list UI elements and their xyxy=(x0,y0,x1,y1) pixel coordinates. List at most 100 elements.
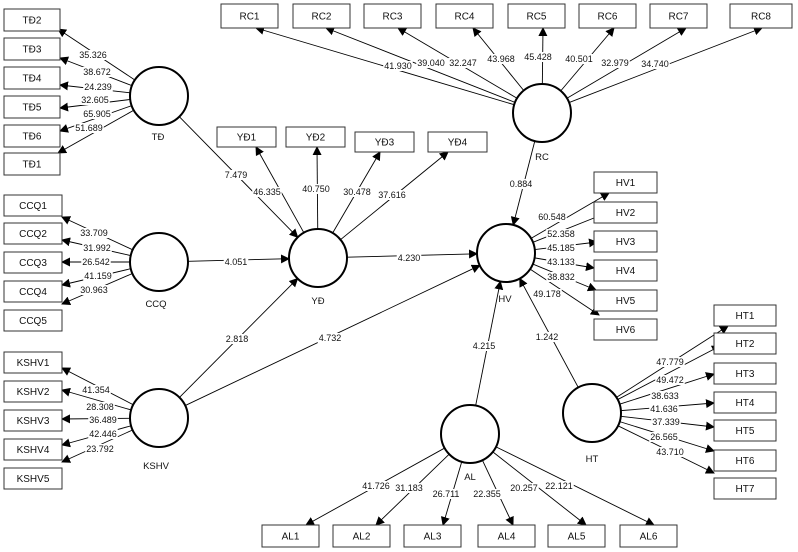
indicator-td4-loading-value-bg xyxy=(83,82,113,92)
indicator-ccq4-label: CCQ4 xyxy=(19,287,47,298)
indicator-ccq3-loading-value: 26.542 xyxy=(82,257,110,267)
indicator-al4-box xyxy=(477,524,536,548)
indicator-yd4-box xyxy=(427,131,488,153)
indicator-rc8-label: RC8 xyxy=(751,12,771,23)
indicator-yd2-loading-value-bg xyxy=(301,184,331,194)
indicator-yd2-box xyxy=(285,126,346,148)
indicator-hv5-box xyxy=(593,289,658,312)
indicator-rc2-label: RC2 xyxy=(311,12,331,23)
indicator-ccq5-box xyxy=(3,309,63,332)
indicator-ht2-label: HT2 xyxy=(736,339,755,350)
indicator-td1-loading-value-bg xyxy=(74,123,104,133)
indicator-hv1-box xyxy=(593,171,658,194)
indicator-td2-loading-value-bg xyxy=(78,50,108,60)
path-kshv-to-yd-value-bg xyxy=(224,334,250,344)
indicator-ht1-box xyxy=(713,304,777,327)
indicator-ht6-loading-value-bg xyxy=(649,432,679,442)
indicator-ccq4-box xyxy=(3,280,63,303)
indicator-td5-loading-value: 32.605 xyxy=(81,95,109,105)
indicator-ht4-box xyxy=(713,391,777,414)
indicator-ht5-loading-value-bg xyxy=(651,417,681,427)
indicator-hv1-loading-value: 60.548 xyxy=(538,212,566,222)
indicator-rc4-label: RC4 xyxy=(454,12,474,23)
indicator-hv4-loading-value-bg xyxy=(546,257,576,267)
path-kshv-to-hv-value: 4.732 xyxy=(319,333,342,343)
indicator-ht5-label: HT5 xyxy=(736,426,755,437)
indicator-hv3-box xyxy=(593,230,658,253)
indicator-ht6-loading-value: 26.565 xyxy=(650,432,678,442)
indicator-hv1-loading-value-bg xyxy=(537,212,567,222)
indicator-rc5-loading-value-bg xyxy=(523,52,553,62)
indicator-ccq1-loading-value-bg xyxy=(79,228,109,238)
indicator-kshv3-label: KSHV3 xyxy=(17,416,50,427)
indicator-ccq1-loading-value: 33.709 xyxy=(80,228,108,238)
construct-kshv-label: KSHV xyxy=(143,461,170,472)
indicator-td2-loading-value: 35.326 xyxy=(79,50,107,60)
indicator-hv1-loading-arrow xyxy=(530,192,610,239)
indicator-ht3-box xyxy=(713,362,777,385)
indicator-rc1-loading-value: 41.930 xyxy=(384,61,412,71)
indicator-al5-loading-value: 20.257 xyxy=(510,483,538,493)
indicator-ht7-box xyxy=(713,477,777,500)
indicator-al3-loading-value: 26.711 xyxy=(433,489,460,499)
indicator-hv2-loading-value-bg xyxy=(546,229,576,239)
indicator-rc5-label: RC5 xyxy=(526,12,546,23)
indicator-ht1-loading-value-bg xyxy=(655,357,685,367)
indicator-hv2-loading-value: 52.358 xyxy=(547,229,575,239)
indicator-ht4-label: HT4 xyxy=(736,398,755,409)
indicator-td2-box xyxy=(3,8,61,32)
indicator-td4-loading-value: 24.239 xyxy=(84,82,112,92)
indicator-rc7-box xyxy=(649,3,708,29)
indicator-ht2-box xyxy=(713,332,777,355)
indicator-rc3-label: RC3 xyxy=(382,12,402,23)
path-ht-to-hv-value-bg xyxy=(534,332,560,342)
path-yd-to-hv-value: 4.230 xyxy=(398,253,421,263)
indicator-ht2-loading-value-bg xyxy=(655,375,685,385)
indicator-rc8-loading-value-bg xyxy=(640,59,670,69)
indicator-ht5-box xyxy=(713,419,777,442)
indicator-al3-label: AL3 xyxy=(424,532,442,543)
indicator-td1-label: TĐ1 xyxy=(23,160,42,171)
indicator-al6-loading-value-bg xyxy=(544,481,574,491)
path-kshv-to-yd-value: 2.818 xyxy=(226,334,249,344)
indicator-td6-loading-value: 65.905 xyxy=(83,109,111,119)
indicator-yd4-loading-value: 37.616 xyxy=(378,190,406,200)
indicator-ccq1-label: CCQ1 xyxy=(19,201,47,212)
indicator-td4-box xyxy=(3,66,61,90)
indicator-al5-loading-value-bg xyxy=(509,483,539,493)
indicator-ht2-loading-value: 49.472 xyxy=(656,375,684,385)
indicator-td1-loading-value: 51.689 xyxy=(75,123,103,133)
construct-rc-label: RC xyxy=(535,152,549,163)
indicator-kshv1-label: KSHV1 xyxy=(17,358,50,369)
path-ccq-to-yd-value-bg xyxy=(223,257,249,267)
indicator-ccq2-box xyxy=(3,222,63,245)
indicator-rc5-box xyxy=(507,3,566,29)
construct-kshv-circle xyxy=(129,388,189,448)
indicator-ccq2-loading-value: 31.992 xyxy=(83,243,111,253)
indicator-al5-box xyxy=(547,524,606,548)
path-rc-to-hv-value: 0.884 xyxy=(510,179,533,189)
indicator-ht3-label: HT3 xyxy=(736,369,755,380)
construct-yd-circle xyxy=(288,228,348,288)
indicator-hv6-label: HV6 xyxy=(616,325,636,336)
indicator-hv2-box xyxy=(593,201,658,224)
indicator-kshv2-box xyxy=(3,380,63,403)
indicator-hv5-loading-value-bg xyxy=(546,272,576,282)
indicator-rc4-loading-value-bg xyxy=(486,54,516,64)
indicator-ht3-loading-value: 38.633 xyxy=(651,391,679,401)
indicator-ht2-loading-arrow xyxy=(617,345,721,400)
indicator-rc7-loading-value: 32.979 xyxy=(601,58,629,68)
indicator-kshv3-loading-value-bg xyxy=(88,415,118,425)
indicator-yd3-label: YĐ3 xyxy=(375,138,395,149)
construct-yd-label: YĐ xyxy=(311,296,324,307)
indicator-rc2-loading-value: 39.040 xyxy=(417,58,445,68)
indicator-al5-label: AL5 xyxy=(568,532,586,543)
indicator-al2-loading-value: 31.183 xyxy=(395,483,423,493)
indicator-yd1-box xyxy=(216,126,277,148)
construct-hv-circle xyxy=(476,223,536,283)
indicator-kshv5-label: KSHV5 xyxy=(17,474,50,485)
indicator-yd3-box xyxy=(354,131,415,153)
indicator-kshv1-box xyxy=(3,351,63,374)
construct-ccq-circle xyxy=(129,232,189,292)
